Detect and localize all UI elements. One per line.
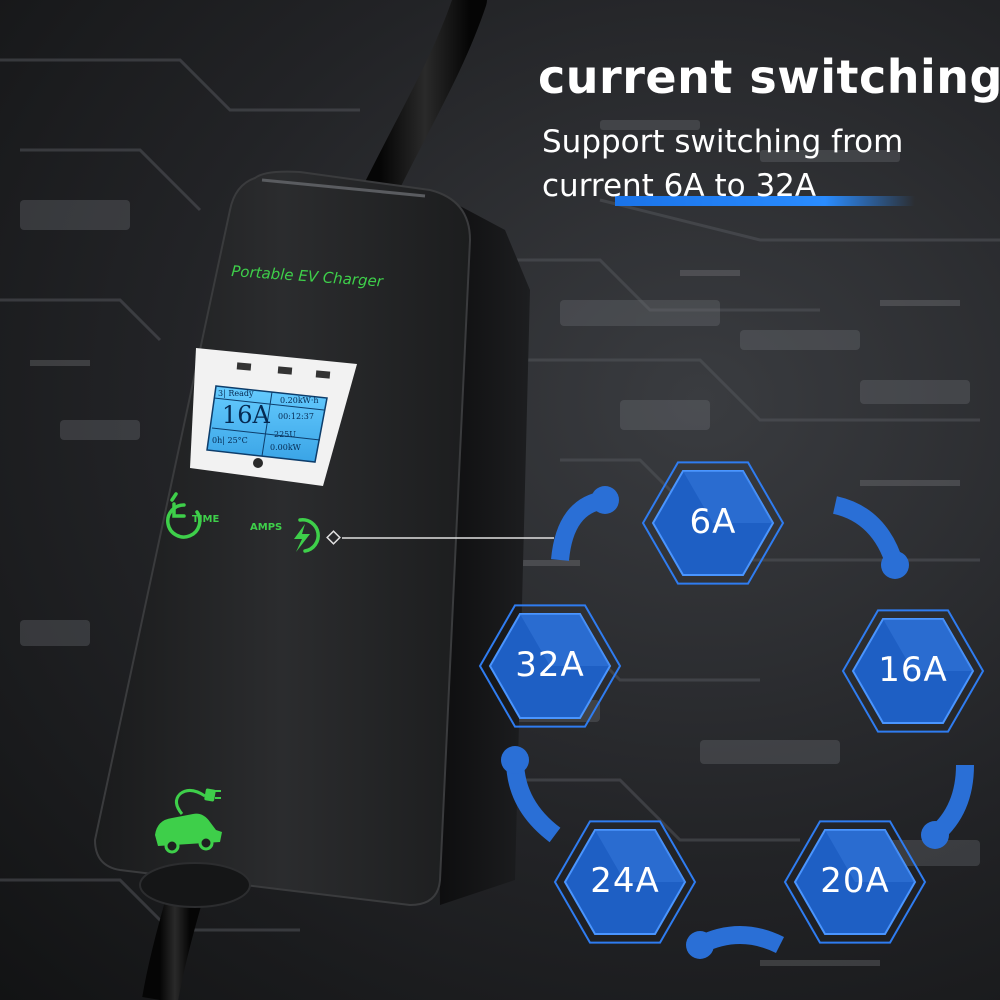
amps-button-label: AMPS [250,522,283,533]
arrow-20a-to-24a [686,926,785,959]
arrow-24a-to-32a [501,746,561,843]
hex-6a [641,461,785,585]
current-16a-label: 16A [878,650,948,690]
lcd-time: 00:12:37 [278,412,314,421]
clock-icon [166,492,202,539]
arrow-16a-to-20a [921,764,974,849]
lcd-temp: 0h| 25°C [212,436,248,445]
current-6a-label: 6A [689,502,737,542]
subtitle-line-1: Support switching from [542,124,904,160]
hex-16a [841,609,985,733]
lightning-icon [294,518,320,553]
time-button-label: TIME [192,514,220,525]
subtitle-line-2: current 6A to 32A [542,168,817,204]
status-led [253,458,263,468]
hex-20a [783,820,927,944]
arrow-32a-to-6a [551,486,619,562]
lcd-power: 0.00kW [270,443,301,452]
current-24a-label: 24A [590,861,660,901]
hex-24a [553,820,697,944]
ev-car-plug-icon [155,788,222,854]
lcd-voltage: 225U [274,430,297,439]
current-32a-label: 32A [515,645,585,685]
accent-underline [615,196,915,206]
arrow-6a-to-16a [832,496,909,579]
lcd-energy: 0.20kW·h [280,396,319,405]
hex-32a [478,604,622,728]
device-front-panel [93,170,472,907]
lcd-current-value: 16A [222,401,270,429]
headline: current switching [538,50,1000,104]
current-20a-label: 20A [820,861,890,901]
lcd-status: 3| Ready [218,389,254,398]
